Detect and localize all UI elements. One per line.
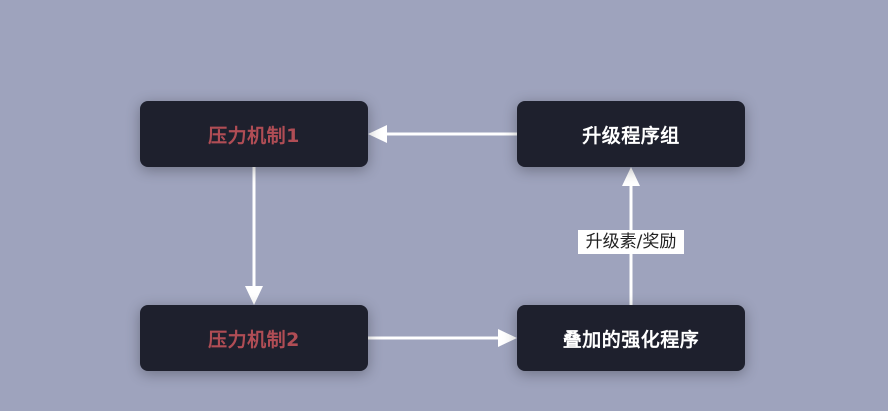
arrowhead-left-icon [368,125,387,143]
node-pressure-mechanism-1[interactable]: 压力机制1 [140,101,368,167]
node-label: 叠加的强化程序 [562,328,700,351]
arrowhead-down-icon [245,286,263,305]
edge-upgrade-to-pressure-1 [368,125,517,143]
arrowhead-right-icon [498,329,517,347]
node-label: 升级程序组 [582,124,680,147]
edge-pressure-1-to-pressure-2 [245,167,263,305]
node-stacked-enhancement-program[interactable]: 叠加的强化程序 [517,305,745,371]
node-label: 压力机制2 [208,328,300,351]
node-label: 压力机制1 [208,124,300,147]
node-upgrade-program-group[interactable]: 升级程序组 [517,101,745,167]
node-pressure-mechanism-2[interactable]: 压力机制2 [140,305,368,371]
edge-label-upgrade-reward: 升级素/奖励 [578,230,684,254]
edge-pressure-2-to-stacked [368,329,517,347]
arrowhead-up-icon [622,167,640,186]
